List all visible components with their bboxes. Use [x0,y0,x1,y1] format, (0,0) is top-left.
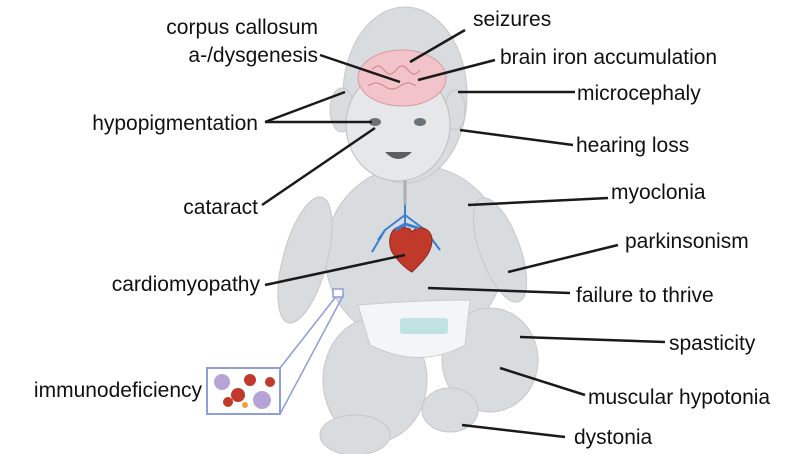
label-hypopigmentation: hypopigmentation [40,112,258,136]
label-brain-iron-accumulation: brain iron accumulation [500,46,717,70]
label-corpus-callosum-line1: corpus callosum [118,16,318,40]
label-cardiomyopathy: cardiomyopathy [60,273,260,297]
label-dystonia: dystonia [574,426,652,450]
brain [358,50,446,106]
line-parkinsonism [508,245,618,272]
label-microcephaly: microcephaly [577,82,701,106]
label-parkinsonism: parkinsonism [625,230,749,254]
label-corpus-callosum-line2: a-/dysgenesis [118,44,318,68]
label-failure-to-thrive: failure to thrive [576,284,714,308]
line-spasticity [520,337,665,342]
label-cataract: cataract [120,196,258,220]
label-muscular-hypotonia: muscular hypotonia [588,386,770,410]
label-spasticity: spasticity [669,332,755,356]
label-hearing-loss: hearing loss [576,134,689,158]
blood-cell-inset [207,289,344,414]
label-myoclonia: myoclonia [611,181,706,205]
label-immunodeficiency: immunodeficiency [2,379,202,403]
line-dystonia [462,425,565,437]
label-seizures: seizures [473,8,551,32]
line-hearing-loss [460,130,573,145]
